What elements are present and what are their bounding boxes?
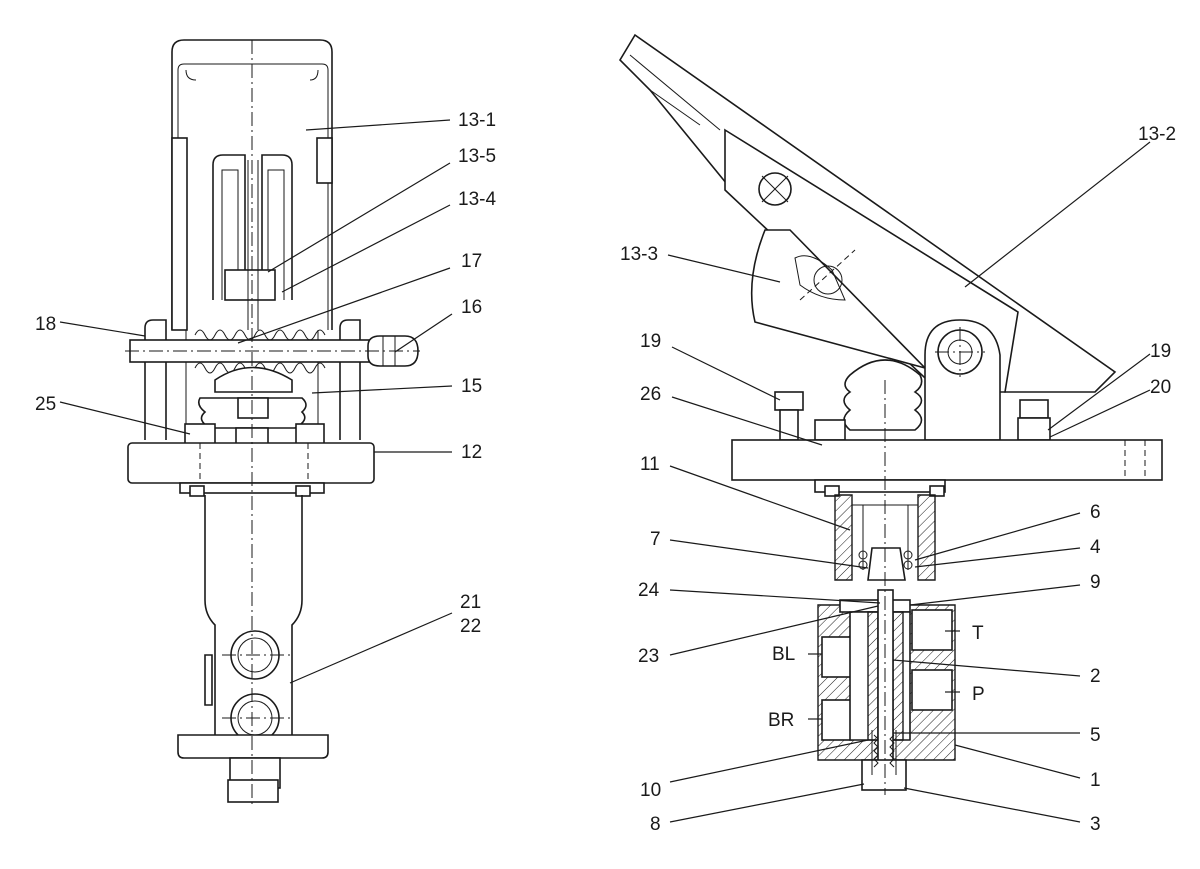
side-view — [618, 33, 1163, 795]
spring-coils — [194, 329, 326, 374]
front-view-labels: 13-1 13-5 13-4 17 16 18 15 25 12 21 22 — [35, 110, 496, 637]
label-10: 10 — [640, 780, 661, 801]
label-23: 23 — [638, 646, 659, 667]
label-port-BR: BR — [768, 710, 794, 731]
label-18: 18 — [35, 314, 56, 335]
label-13-5: 13-5 — [458, 146, 496, 167]
label-11: 11 — [640, 454, 660, 475]
label-15: 15 — [461, 376, 482, 397]
label-13-4: 13-4 — [458, 189, 496, 210]
leader-lines — [59, 119, 1151, 823]
label-9: 9 — [1090, 572, 1101, 593]
label-22: 22 — [460, 616, 481, 637]
label-8: 8 — [650, 814, 661, 835]
side-view-labels: 13-2 13-3 19 19 20 26 11 6 4 7 9 24 T 23… — [620, 124, 1176, 835]
label-3: 3 — [1090, 814, 1101, 835]
label-13-3: 13-3 — [620, 244, 658, 265]
label-1: 1 — [1090, 770, 1101, 791]
label-21: 21 — [460, 592, 481, 613]
label-24: 24 — [638, 580, 660, 601]
label-7: 7 — [650, 529, 661, 550]
label-6: 6 — [1090, 502, 1101, 523]
label-19-left: 19 — [640, 331, 661, 352]
label-13-1: 13-1 — [458, 110, 496, 131]
label-25: 25 — [35, 394, 56, 415]
label-17: 17 — [461, 251, 482, 272]
label-16: 16 — [461, 297, 482, 318]
label-12: 12 — [461, 442, 482, 463]
label-2: 2 — [1090, 666, 1101, 687]
label-5: 5 — [1090, 725, 1101, 746]
label-port-T: T — [972, 623, 984, 644]
label-4: 4 — [1090, 537, 1101, 558]
front-view — [125, 39, 420, 805]
label-port-BL: BL — [772, 644, 795, 665]
label-13-2: 13-2 — [1138, 124, 1176, 145]
label-19-right: 19 — [1150, 341, 1171, 362]
label-20: 20 — [1150, 377, 1171, 398]
label-26: 26 — [640, 384, 661, 405]
label-port-P: P — [972, 684, 985, 705]
